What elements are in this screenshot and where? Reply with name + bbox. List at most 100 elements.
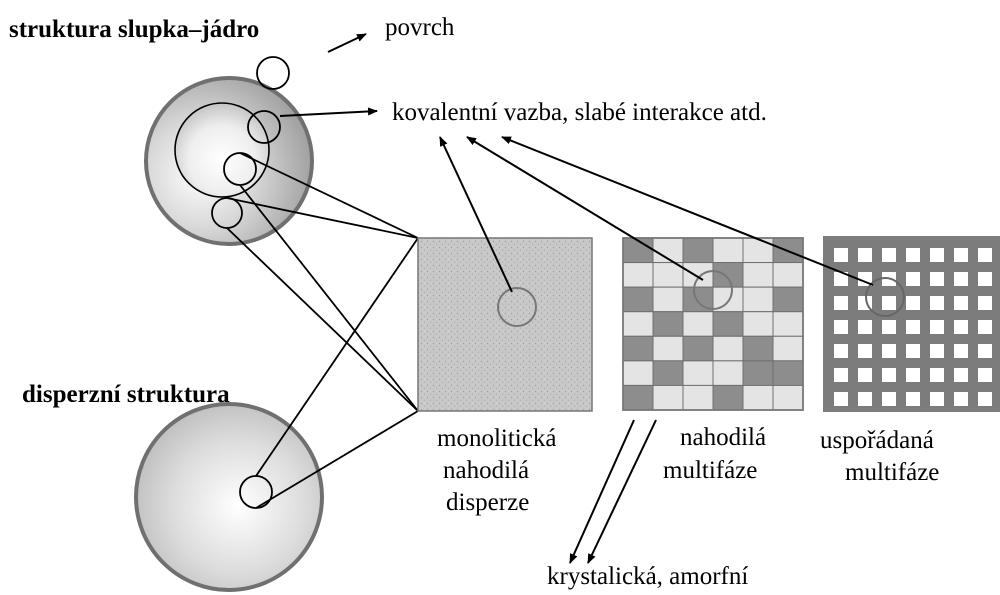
ordered-cell	[954, 368, 968, 382]
ordered-multiphase-grid	[834, 248, 992, 406]
ordered-cell	[954, 248, 968, 262]
ordered-cell	[906, 272, 920, 286]
ordered-cell	[882, 368, 896, 382]
grid-cell	[622, 335, 654, 362]
ordered-cell	[906, 392, 920, 406]
grid-cell	[682, 237, 714, 264]
ordered-cell	[834, 296, 848, 310]
grid-cell	[652, 262, 684, 288]
ordered-cell	[930, 296, 944, 310]
monolithic-label-line2: nahodilá	[443, 457, 529, 484]
ordered-cell	[954, 272, 968, 286]
grid-cell	[712, 360, 744, 386]
grid-cell	[682, 384, 714, 411]
grid-cell	[712, 262, 744, 288]
grid-cell	[622, 237, 654, 264]
ordered-cell	[858, 392, 872, 406]
grid-cell	[622, 360, 654, 386]
grid-cell	[742, 237, 774, 264]
bonding-label: kovalentní vazba, slabé interakce atd.	[392, 99, 767, 126]
monolithic-ring	[497, 287, 537, 327]
monolithic-label-line3: disperze	[446, 489, 529, 516]
core-sphere	[174, 102, 270, 198]
grid-cell	[652, 360, 684, 386]
ordered-cell	[954, 296, 968, 310]
grid-cell	[772, 384, 804, 411]
arrow-from-random	[466, 136, 704, 281]
grid-cell	[772, 311, 804, 337]
ordered-cell	[834, 344, 848, 358]
ordered-cell	[978, 368, 992, 382]
grid-cell	[742, 335, 774, 362]
ordered-cell	[906, 368, 920, 382]
ordered-cell	[834, 248, 848, 262]
arrow-from-monolithic	[439, 136, 513, 293]
core-shell-particle	[144, 56, 314, 246]
grid-cell	[742, 311, 774, 337]
grid-cell	[742, 360, 774, 386]
ordered-cell	[882, 320, 896, 334]
crystal-label: krystalická, amorfní	[547, 563, 748, 590]
surface-label: povrch	[385, 14, 455, 41]
dispersed-particle	[134, 402, 324, 592]
ordered-cell	[930, 320, 944, 334]
surface-ring	[256, 56, 290, 90]
grid-cell	[772, 286, 804, 313]
grid-cell	[712, 311, 744, 337]
grid-cell	[682, 262, 714, 288]
ordered-cell	[930, 368, 944, 382]
random-multiphase-square	[622, 237, 804, 411]
interface-ring	[247, 110, 281, 144]
grid-cell	[712, 384, 744, 411]
arrows	[279, 33, 874, 564]
ordered-cell	[930, 248, 944, 262]
grid-cell	[772, 360, 804, 386]
ordered-cell	[858, 344, 872, 358]
ordered-cell	[834, 368, 848, 382]
ordered-cell	[882, 392, 896, 406]
random-label-line1: nahodilá	[680, 424, 766, 451]
ordered-cell	[930, 272, 944, 286]
grid-cell	[682, 360, 714, 386]
ordered-cell	[858, 368, 872, 382]
grid-cell	[622, 384, 654, 411]
ordered-cell	[882, 344, 896, 358]
ordered-cell	[834, 320, 848, 334]
ordered-cell	[978, 344, 992, 358]
connector-lines	[226, 152, 419, 509]
arrow-bonding	[279, 107, 378, 117]
grid-cell	[682, 335, 714, 362]
grid-cell	[772, 262, 804, 288]
ordered-cell	[978, 296, 992, 310]
ordered-label-line1: uspořádaná	[820, 427, 934, 454]
ordered-cell	[906, 296, 920, 310]
ordered-cell	[978, 272, 992, 286]
grid-cell	[772, 335, 804, 362]
ordered-cell	[834, 392, 848, 406]
arrow-crystal-1	[569, 419, 635, 564]
grid-cell	[742, 286, 774, 313]
grid-cell	[652, 286, 684, 313]
dispersed-label: disperzní struktura	[22, 381, 230, 408]
random-label-line2: multifáze	[663, 457, 757, 484]
core-shell-label: struktura slupka–jádro	[9, 16, 259, 43]
ordered-cell	[906, 320, 920, 334]
ordered-cell	[882, 248, 896, 262]
ordered-cell	[954, 344, 968, 358]
ordered-cell	[930, 344, 944, 358]
ordered-cell	[930, 392, 944, 406]
grid-cell	[652, 311, 684, 337]
ordered-label-line2: multifáze	[845, 459, 939, 486]
monolithic-square	[417, 237, 593, 412]
grid-cell	[742, 262, 774, 288]
grid-cell	[712, 237, 744, 264]
ordered-multiphase-square	[823, 236, 1000, 412]
ordered-cell	[978, 320, 992, 334]
ordered-cell	[882, 296, 896, 310]
ordered-cell	[906, 344, 920, 358]
ordered-cell	[954, 392, 968, 406]
dispersed-sphere	[134, 402, 324, 592]
random-multiphase-grid	[622, 237, 804, 411]
random-ring	[693, 270, 733, 310]
